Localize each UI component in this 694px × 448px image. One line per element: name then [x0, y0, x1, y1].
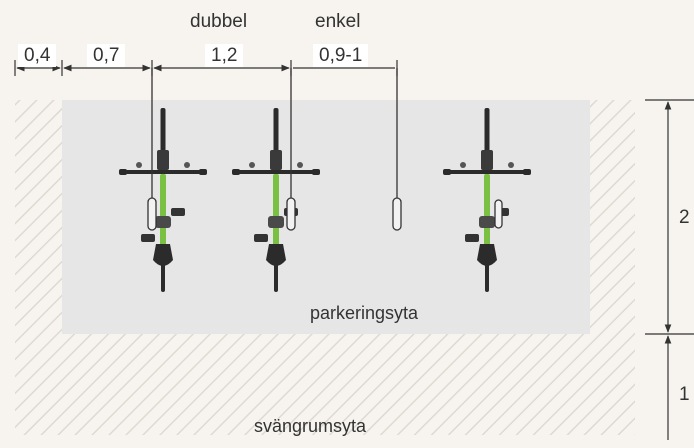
width-label-1-2: 1,2 — [205, 44, 244, 67]
turning-area-label: svängrumsyta — [254, 416, 367, 436]
depth-label-turning: 1 — [679, 384, 690, 405]
depth-dimension-line — [645, 99, 694, 440]
width-label-0-7: 0,7 — [87, 44, 126, 67]
parking-area — [62, 100, 590, 334]
stand-posts — [147, 68, 503, 231]
header-double: dubbel — [190, 11, 248, 32]
width-dimension-line — [14, 60, 398, 76]
header-single: enkel — [315, 11, 361, 32]
parking-area-label: parkeringsyta — [310, 303, 419, 323]
width-label-0-4: 0,4 — [18, 44, 57, 67]
depth-label-parking: 2 — [679, 207, 690, 228]
width-label-0-9-1: 0,9-1 — [313, 44, 369, 67]
